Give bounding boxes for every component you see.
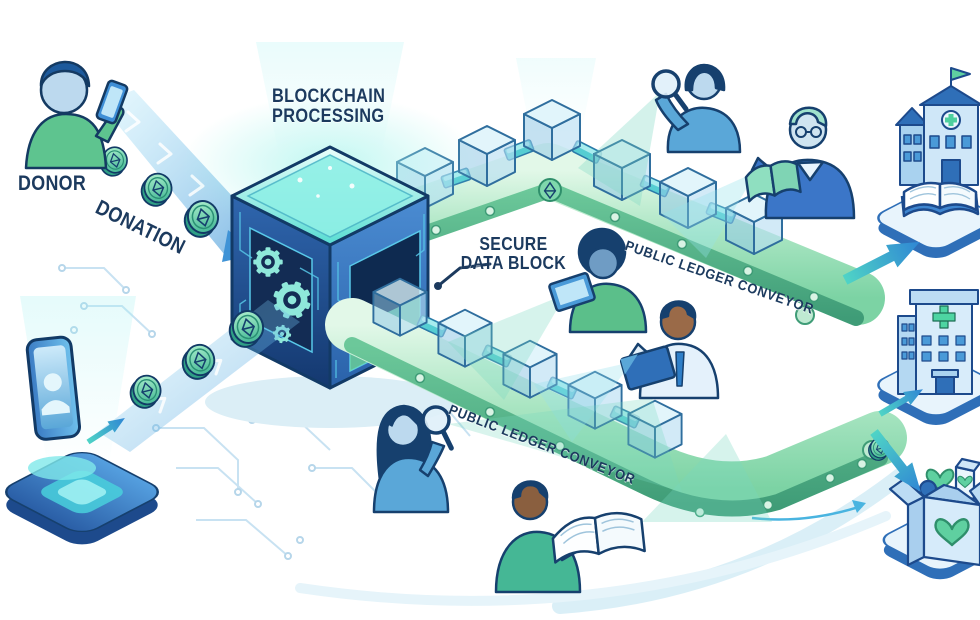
- donor-label: DONOR: [18, 172, 87, 195]
- belt-bolts: [430, 205, 820, 303]
- phone-donation-stream: [98, 300, 300, 452]
- smartphone: [25, 335, 82, 441]
- tablet: [548, 272, 596, 312]
- recipient-donation-box: [865, 424, 980, 580]
- open-book: [900, 181, 980, 218]
- donation-box: [888, 457, 980, 567]
- auditor-reader-top: [744, 106, 856, 220]
- secure-data-block-label: SECURE DATA BLOCK: [460, 234, 567, 273]
- green-book: [744, 160, 802, 203]
- viewer-beams: [448, 92, 772, 522]
- school-building: [895, 67, 980, 186]
- auditor-reader-bottom: [494, 480, 646, 594]
- secure-block-callout: [434, 262, 492, 290]
- swoosh-arrow: [751, 500, 866, 521]
- auditor-tablet-man: [619, 300, 720, 400]
- sparkles: [297, 166, 355, 198]
- tablet: [619, 345, 677, 391]
- auditor-magnifier-top: [653, 63, 742, 154]
- donor-figure: [24, 60, 129, 170]
- belt-eth-emblem: [538, 178, 562, 202]
- recipient-school: [839, 67, 980, 292]
- open-book: [551, 511, 646, 564]
- user-icon: [41, 373, 71, 416]
- hospital-building: [897, 289, 979, 395]
- phone-station: [5, 296, 159, 545]
- auditor-magnifier-bottom: [372, 405, 458, 514]
- auditor-tablet-woman: [548, 227, 648, 334]
- donor-phone: [95, 79, 129, 125]
- belt-bolts: [414, 372, 868, 518]
- blockchain-processing-label: BLOCKCHAIN PROCESSING: [272, 86, 386, 127]
- recipient-hospital: [876, 289, 980, 425]
